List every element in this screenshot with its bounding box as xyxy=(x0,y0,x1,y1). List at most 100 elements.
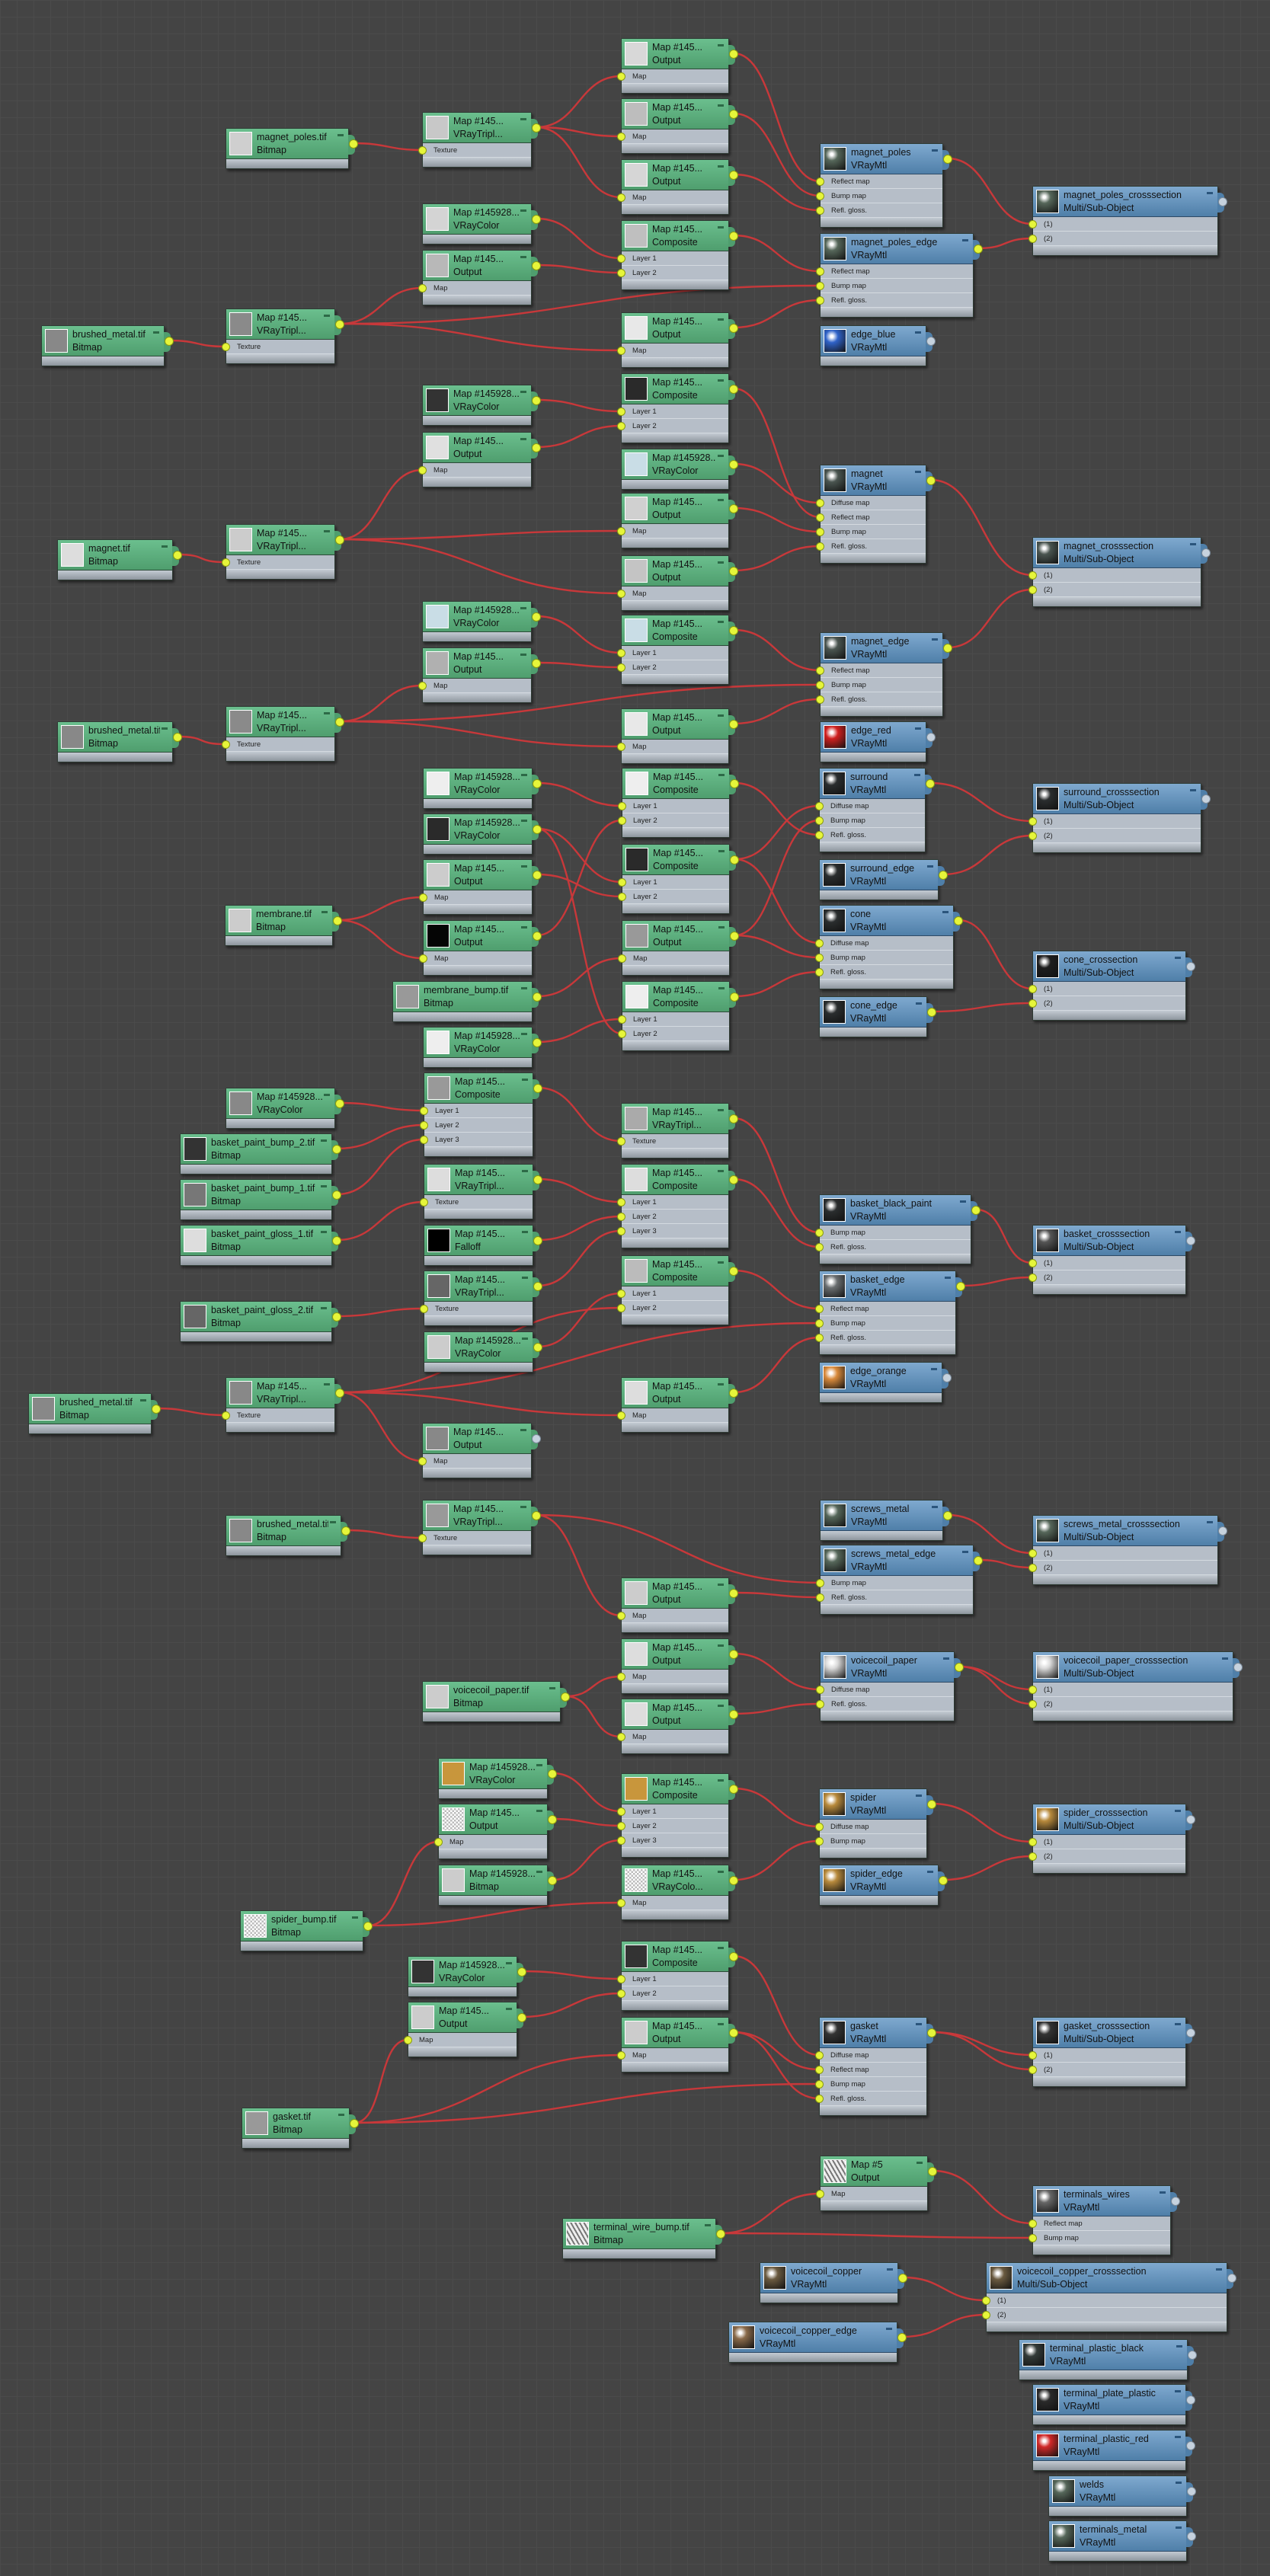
minimize-icon[interactable] xyxy=(932,149,938,152)
input-socket[interactable] xyxy=(617,590,625,598)
minimize-icon[interactable] xyxy=(1175,1231,1181,1233)
minimize-icon[interactable] xyxy=(1207,192,1213,194)
input-socket[interactable] xyxy=(420,1136,428,1144)
input-socket[interactable] xyxy=(815,802,824,810)
node-header[interactable]: Map #5 Output xyxy=(821,2156,937,2187)
material-node[interactable]: voicecoil_copper VRayMtl xyxy=(760,2262,907,2303)
output-socket[interactable] xyxy=(532,261,541,270)
input-socket[interactable] xyxy=(816,666,824,675)
resize-grip[interactable] xyxy=(423,296,531,305)
node-header[interactable]: Map #145928... VRayColor xyxy=(408,1957,526,1987)
minimize-icon[interactable] xyxy=(338,2114,344,2116)
map-node[interactable]: terminal_wire_bump.tif Bitmap xyxy=(562,2218,725,2259)
output-socket[interactable] xyxy=(335,320,344,329)
resize-grip[interactable] xyxy=(1033,2415,1185,2424)
output-socket[interactable] xyxy=(533,871,542,880)
minimize-icon[interactable] xyxy=(521,820,527,822)
resize-grip[interactable] xyxy=(424,1256,533,1265)
resize-grip[interactable] xyxy=(393,1012,532,1021)
material-node[interactable]: edge_red VRayMtl xyxy=(820,721,936,762)
output-socket[interactable] xyxy=(533,1175,542,1184)
map-node[interactable]: Map #145928... VRayColor xyxy=(438,1758,557,1799)
node-header[interactable]: gasket.tif Bitmap xyxy=(242,2108,359,2139)
output-socket[interactable] xyxy=(943,644,952,653)
output-socket[interactable] xyxy=(729,1114,738,1123)
resize-grip[interactable] xyxy=(821,1711,954,1721)
resize-grip[interactable] xyxy=(622,1423,728,1432)
resize-grip[interactable] xyxy=(439,1789,547,1798)
minimize-icon[interactable] xyxy=(1190,789,1196,791)
input-socket[interactable] xyxy=(617,743,625,751)
map-node[interactable]: Map #145... VRayTripl... Texture xyxy=(418,1500,541,1555)
input-socket[interactable] xyxy=(618,893,626,901)
minimize-icon[interactable] xyxy=(1222,1657,1228,1660)
resize-grip[interactable] xyxy=(424,845,532,854)
output-socket[interactable] xyxy=(165,337,174,346)
map-node[interactable]: Map #145928... VRayColor xyxy=(423,1027,542,1068)
resize-grip[interactable] xyxy=(423,693,531,702)
output-socket[interactable] xyxy=(532,215,541,224)
minimize-icon[interactable] xyxy=(718,561,724,564)
resize-grip[interactable] xyxy=(226,752,334,761)
output-socket[interactable] xyxy=(335,718,344,727)
map-node[interactable]: brushed_metal.tif Bitmap xyxy=(41,325,174,366)
resize-grip[interactable] xyxy=(622,480,728,489)
input-socket[interactable] xyxy=(617,1137,625,1146)
minimize-icon[interactable] xyxy=(927,865,933,868)
minimize-icon[interactable] xyxy=(1176,2526,1182,2529)
minimize-icon[interactable] xyxy=(718,1705,724,1707)
output-socket[interactable] xyxy=(942,1373,952,1382)
output-socket[interactable] xyxy=(729,720,738,729)
resize-grip[interactable] xyxy=(1033,1711,1233,1721)
node-header[interactable]: Map #145928... VRayColor xyxy=(439,1759,557,1789)
node-header[interactable]: Map #145928... VRayColor xyxy=(423,204,541,235)
input-socket[interactable] xyxy=(815,1334,824,1342)
minimize-icon[interactable] xyxy=(718,1109,724,1111)
minimize-icon[interactable] xyxy=(705,2224,711,2226)
input-socket[interactable] xyxy=(418,1534,427,1542)
input-socket[interactable] xyxy=(1028,2051,1037,2060)
output-socket[interactable] xyxy=(1201,794,1211,804)
resize-grip[interactable] xyxy=(181,1165,331,1174)
node-header[interactable]: gasket VRayMtl xyxy=(820,2018,936,2048)
input-socket[interactable] xyxy=(617,1290,625,1298)
input-socket[interactable] xyxy=(1028,2220,1037,2228)
minimize-icon[interactable] xyxy=(1190,543,1196,545)
input-socket[interactable] xyxy=(1028,2066,1037,2074)
node-header[interactable]: magnet_poles_crosssection Multi/Sub-Obje… xyxy=(1033,187,1227,217)
node-header[interactable]: Map #145928... VRayColor xyxy=(423,385,541,416)
output-socket[interactable] xyxy=(1187,2532,1196,2541)
output-socket[interactable] xyxy=(533,1084,542,1093)
map-node[interactable]: brushed_metal.tif Bitmap xyxy=(226,1515,350,1556)
node-header[interactable]: magnet_poles VRayMtl xyxy=(821,144,952,174)
minimize-icon[interactable] xyxy=(162,727,168,730)
resize-grip[interactable] xyxy=(821,707,942,716)
output-socket[interactable] xyxy=(956,1282,965,1291)
resize-grip[interactable] xyxy=(424,1058,532,1067)
resize-grip[interactable] xyxy=(408,2047,517,2057)
map-node[interactable]: magnet_poles.tif Bitmap xyxy=(226,128,358,169)
input-socket[interactable] xyxy=(815,1229,824,1237)
minimize-icon[interactable] xyxy=(915,727,921,730)
input-socket[interactable] xyxy=(1028,817,1037,826)
output-socket[interactable] xyxy=(926,779,935,788)
output-socket[interactable] xyxy=(730,779,739,788)
input-socket[interactable] xyxy=(434,1838,443,1846)
input-socket[interactable] xyxy=(816,282,824,290)
resize-grip[interactable] xyxy=(58,753,172,762)
input-socket[interactable] xyxy=(222,558,230,567)
output-socket[interactable] xyxy=(561,1692,570,1702)
input-socket[interactable] xyxy=(617,347,625,355)
node-header[interactable]: Map #145... Output xyxy=(423,433,541,463)
node-header[interactable]: Map #145... Composite xyxy=(622,1165,738,1195)
input-socket[interactable] xyxy=(816,528,824,536)
material-node[interactable]: edge_blue VRayMtl xyxy=(820,325,936,366)
resize-grip[interactable] xyxy=(622,358,728,367)
resize-grip[interactable] xyxy=(563,2249,715,2258)
output-socket[interactable] xyxy=(1218,197,1227,206)
input-socket[interactable] xyxy=(618,817,626,825)
output-socket[interactable] xyxy=(926,476,936,485)
